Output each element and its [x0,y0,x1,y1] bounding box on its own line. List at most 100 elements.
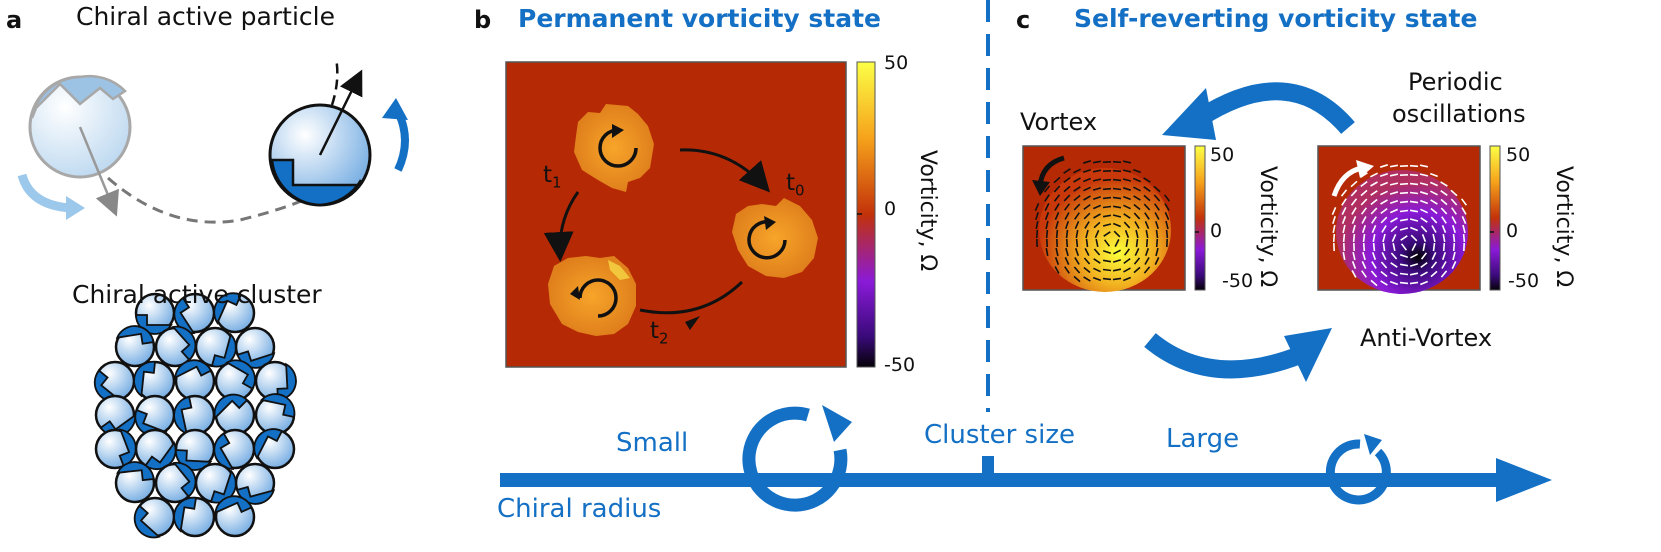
quiver-arrow [1134,221,1140,229]
quiver-arrow [1419,280,1429,286]
cluster-particle-notch [133,360,156,398]
quiver-arrow [1063,176,1071,184]
quiver-arrow [1063,185,1071,193]
quiver-arrow [1044,212,1050,220]
quiver-arrow [1399,182,1409,186]
cluster-particle-notch [214,495,253,515]
quiver-arrow [1122,178,1132,182]
quiver-arrow [1430,216,1438,224]
quiver-arrow [1154,257,1160,265]
quiver-arrow [1102,196,1112,200]
colorbar-c-right [1489,145,1501,291]
quiver-arrow [1409,272,1419,276]
quiver-arrow [1155,220,1159,230]
quiver-arrow [1123,195,1131,201]
quiver-arrow [1063,194,1071,202]
quiver-arrow [1093,248,1101,256]
quiver-arrow [1083,257,1091,265]
quiver-arrow [1390,252,1398,260]
anti-vortex-map [1317,145,1481,294]
quiver-arrow [1462,233,1466,243]
quiver-arrow [1084,221,1090,229]
quiver-arrow [1400,235,1408,241]
quiver-arrow [1360,180,1368,188]
quiver-arrow [1390,271,1398,277]
quiver-arrow [1064,212,1070,220]
quiver-arrow [1095,238,1099,248]
quiver-arrow [1351,207,1357,215]
quiver-arrow [1083,203,1091,211]
quiver-arrow [1075,229,1079,239]
quiver-arrow [1074,257,1080,265]
quiver-arrow [1092,204,1102,210]
quiver-arrow [1112,178,1122,182]
quiver-arrow [1370,207,1378,215]
quiver-arrow [1113,249,1121,255]
quiver-arrow [1122,276,1132,282]
axis-label-chiral-radius: Chiral radius [497,494,662,524]
axis-label-small: Small [616,428,689,458]
quiver-arrow [1390,225,1398,233]
quiver-arrow [1123,267,1131,273]
quiver-arrow [1379,172,1389,178]
quiver-arrow [1379,181,1389,187]
quiver-arrow [1360,207,1368,215]
quiver-arrow [1400,243,1408,251]
quiver-arrow [1420,271,1428,277]
quiver-arrow [1112,160,1122,164]
quiver-arrow [1390,262,1398,268]
quiver-arrow [1155,247,1159,257]
quiver-arrow [1350,198,1358,206]
quiver-arrow [1370,172,1378,178]
quiver-arrow [1064,257,1070,265]
quiver-arrow [1124,230,1130,238]
quiver-arrow [1399,281,1409,285]
quiver-arrow [1145,238,1149,248]
quiver-arrow [1379,164,1389,168]
quiver-arrow [1440,198,1448,206]
quiver-arrow [1362,251,1366,261]
quiver-arrow [1372,233,1376,243]
quiver-arrow [1370,270,1378,278]
quiver-arrow [1073,186,1081,192]
quiver-arrow [1092,169,1102,173]
colorbar-b-mid: 0 [884,198,897,220]
quiver-arrow [1389,191,1399,195]
quiver-arrow [1352,251,1356,261]
quiver-arrow [1045,247,1049,257]
quiver-arrow [1440,270,1448,278]
large-rotation-icon [742,406,848,512]
quiver-arrow [1430,207,1438,215]
quiver-arrow [1419,164,1429,168]
quiver-arrow [1083,266,1091,274]
quiver-arrow [1419,182,1429,186]
quiver-arrow [1372,242,1376,252]
quiver-arrow [1440,190,1448,196]
quiver-arrow [1073,168,1081,174]
quiver-arrow [1102,259,1112,263]
quiver-arrow [1380,207,1388,215]
quiver-arrow [1103,239,1111,247]
quiver-arrow [1451,216,1457,224]
quiver-arrow [1432,242,1436,252]
quiver-arrow [1133,266,1141,274]
quiver-arrow [1153,194,1161,202]
colorbar-cl-mid: 0 [1210,220,1223,242]
quiver-arrow [1145,229,1149,239]
quiver-arrow [1083,195,1091,201]
quiver-arrow [1053,176,1061,184]
quiver-arrow [1399,227,1409,231]
quiver-arrow [1420,208,1428,214]
quiver-arrow [1352,224,1356,234]
quiver-arrow [1452,242,1456,252]
quiver-arrow [1409,191,1419,195]
quiver-arrow [1421,234,1427,242]
quiver-arrow [1451,207,1457,215]
quiver-arrow [1420,217,1428,223]
quiver-arrow [1380,190,1388,196]
quiver-arrow [1399,209,1409,213]
transition-arrow-bottom [1144,332,1304,379]
quiver-arrow [1419,191,1429,195]
quiver-arrow [1370,181,1378,187]
title-permanent-vorticity: Permanent vorticity state [518,4,882,33]
